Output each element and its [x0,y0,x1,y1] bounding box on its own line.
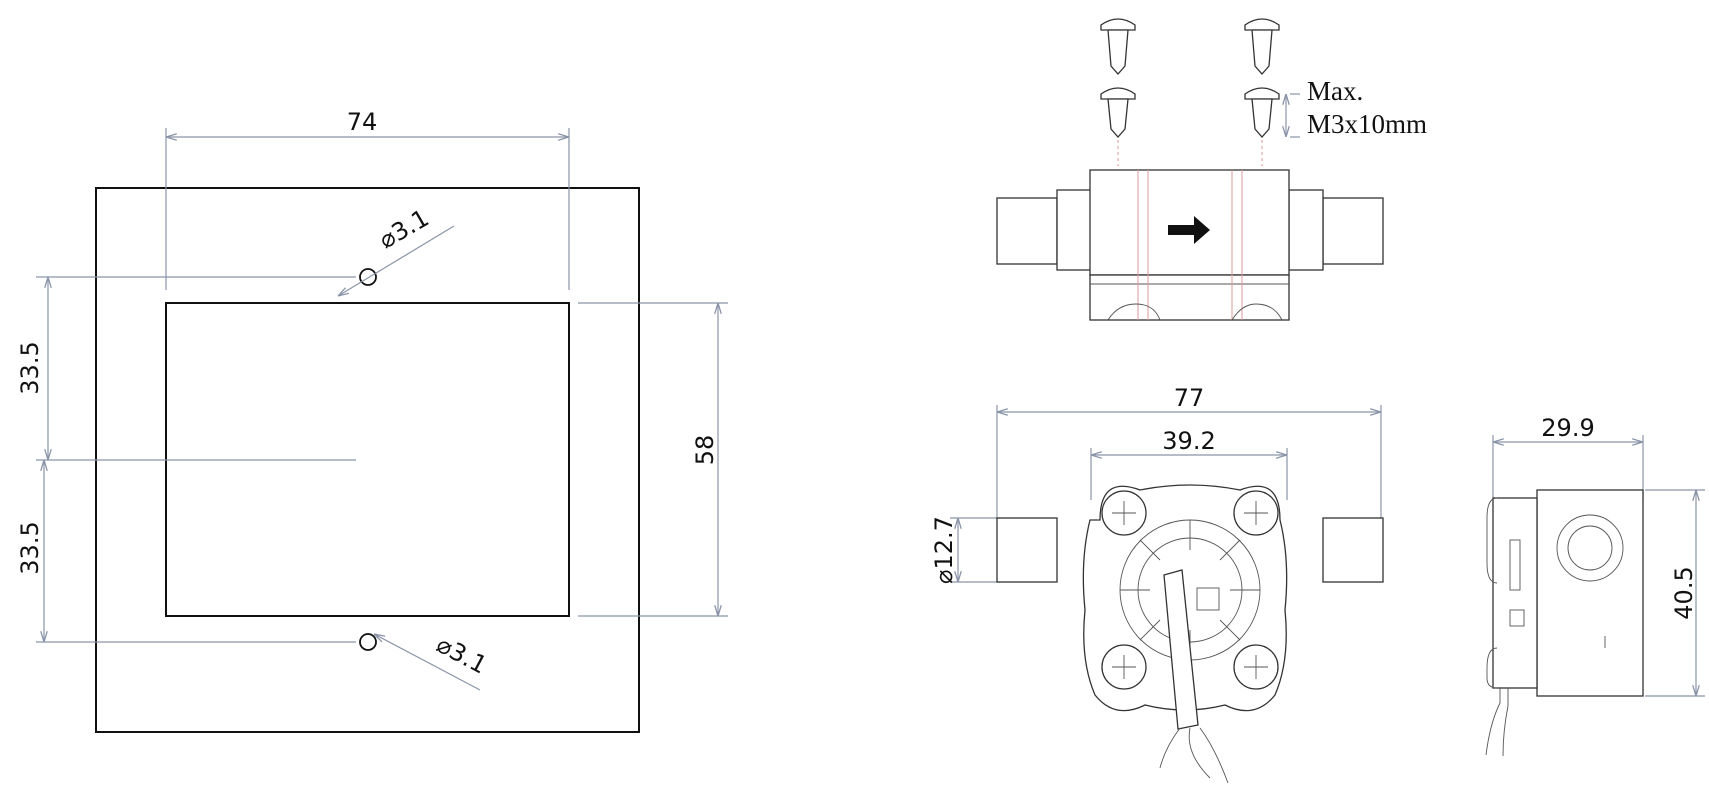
cutout-height-label: 58 [691,435,719,466]
sensor-side-view: 29.9 40.5 [1485,414,1705,757]
screw-icon [1100,18,1136,75]
panel-cutout-view: 74 58 33.5 33.5 ⌀3.1 ⌀3.1 [16,108,728,733]
screw-note-line1: Max. [1307,76,1363,106]
lower-offset-label: 33.5 [16,521,44,574]
upper-offset-label: 33.5 [16,341,44,394]
side-width-label: 29.9 [1541,414,1594,442]
sensor-front-view: 77 39.2 ⌀12.7 [930,384,1384,784]
flow-direction-arrow-icon [1168,216,1210,244]
sensor-body-top [1089,169,1290,276]
mounting-hole-bottom [359,633,377,651]
sensor-body-side [1536,489,1644,697]
mounting-hole-top [359,268,377,286]
hole-top-diameter-label: ⌀3.1 [374,204,434,255]
sensor-top-view: Max. M3x10mm [996,18,1427,321]
body-width-label: 39.2 [1162,427,1215,455]
cutout-width-label: 74 [347,108,378,136]
side-height-label: 40.5 [1670,566,1698,619]
inlet-thread [996,197,1058,265]
screw-icon [1244,87,1280,138]
screw-icon [1244,18,1280,75]
screw-icon [1100,87,1136,138]
overall-length-label: 77 [1174,384,1205,412]
hole-bottom-diameter-label: ⌀3.1 [432,630,492,679]
screw-note-line2: M3x10mm [1307,109,1427,139]
thread-diameter-label: ⌀12.7 [930,516,958,584]
outlet-thread [1322,197,1384,265]
